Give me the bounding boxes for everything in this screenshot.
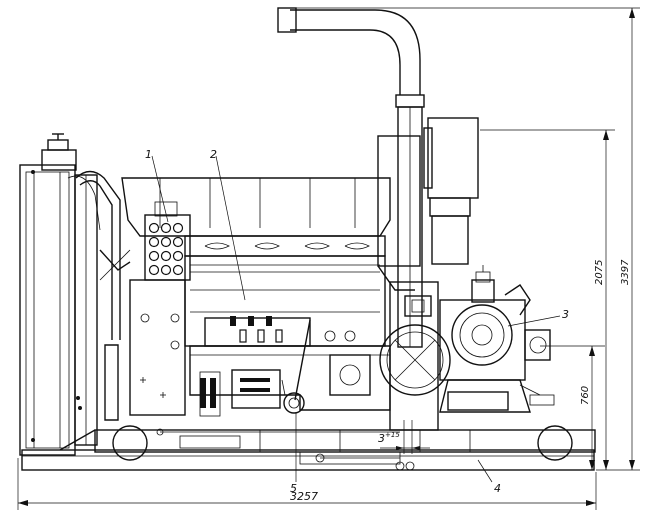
callout-1: 1: [145, 148, 152, 161]
dim-total-height: 3397: [620, 259, 631, 285]
engine-block: [121, 177, 391, 417]
radiator: [19, 133, 98, 456]
coolant-pipes: [67, 170, 131, 421]
output-unit: [439, 265, 555, 413]
gauge-panel: [129, 214, 191, 416]
dim-shaft-height: 760: [580, 386, 591, 405]
control-rod: [281, 319, 311, 414]
exhaust-system: [277, 7, 479, 348]
dim-offset: 3+15: [378, 431, 400, 445]
dimension-lines: [17, 7, 640, 510]
callout-3: 3: [562, 308, 569, 321]
leader-lines: [151, 155, 561, 483]
base-frame: [21, 425, 596, 471]
dim-total-length: 3257: [290, 490, 318, 503]
flywheel-housing: [379, 281, 451, 431]
dim-offset-main: 3: [378, 432, 385, 445]
callout-5: 5: [290, 482, 297, 495]
dim-exhaust-height: 2075: [594, 260, 605, 285]
callout-2: 2: [210, 148, 217, 161]
dim-offset-sup: +15: [385, 431, 400, 439]
callout-4: 4: [494, 482, 501, 495]
